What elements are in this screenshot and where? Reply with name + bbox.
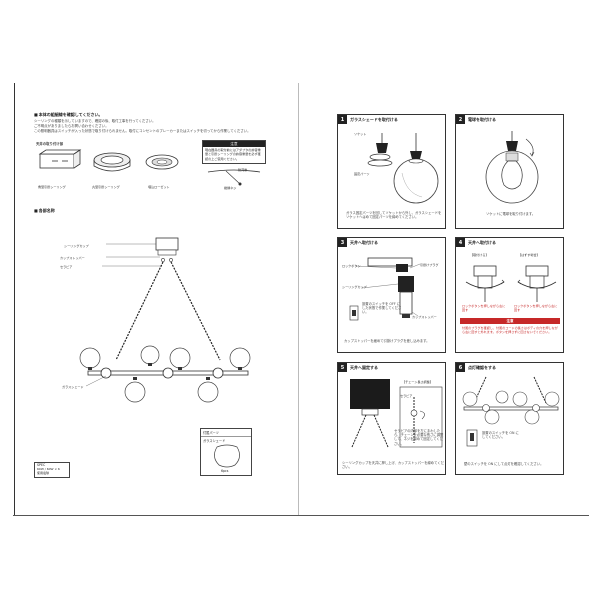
step-4-box: 4 天井へ取付ける 【取付ける】 【はずす場合】 ロックボタンを押しながら左に回… (455, 237, 564, 353)
included-parts-qty: 6pcs (221, 469, 229, 473)
step-5-title: 天井へ固定する (350, 364, 378, 370)
step-4-tag-detach: 【はずす場合】 (518, 253, 540, 257)
step-4-title: 天井へ取付ける (468, 239, 496, 245)
glass-shade-icon (214, 444, 240, 468)
caution-note-head: 注意 (203, 141, 265, 147)
step-3-note: 設置のスイッチを OFF にした状態で作業してください。 (362, 302, 402, 315)
ceiling-type-2-label: 丸型引掛シーリング (92, 185, 120, 189)
included-parts-item: ガラスシェード (203, 439, 226, 443)
intro-line-3: この照明器具はスイッチが入った状態で取り付けられません。取付にコンセントのブレー… (34, 129, 251, 133)
step-6-note: 設置のスイッチを ON にしてください。 (482, 431, 519, 440)
step-6-box: 6 点灯確認をする 設置のスイッチを ON にしてください。 壁のスイッチを O… (455, 362, 564, 475)
included-parts-head: 付属パーツ (201, 429, 251, 437)
step-5-caption: シーリングカップを天井に押し上げ、カップストッパーを締めてください。 (342, 461, 444, 470)
step-3-label-hook-plug: 引掛けプラグ (420, 263, 439, 267)
step-4-number: 4 (456, 238, 465, 247)
step-2-number: 2 (456, 115, 465, 124)
step-4-warning-head: 注意 (460, 318, 560, 324)
page-bottom-edge (13, 515, 589, 516)
step-3-box: 3 天井へ取付ける ロックボタン シーリングカップ 引掛けプラグ カップストッパ… (337, 237, 446, 353)
step-2-box: 2 電球を取付ける ソケットに電球を取り付けます。 (455, 114, 564, 229)
chandelier-diagram (79, 237, 251, 403)
step-5-label-seravia: セラビア (400, 394, 413, 398)
step-6-caption: 壁のスイッチを ON にして点灯を確認してください。 (464, 462, 544, 466)
step-1-box: 1 ガラスシェードを取付ける ソケット 固定パーツ ガラス固定パーツを回してソケ… (337, 114, 446, 229)
step-6-illustration (462, 376, 560, 425)
step-3-caption: カップストッパーを緩めて引掛けプラグを差し込みます。 (344, 339, 430, 343)
step-2-illustration (485, 131, 539, 204)
step-1-title: ガラスシェードを取付ける (350, 116, 398, 122)
part-label-ceiling-cup: シーリングカップ (64, 244, 89, 248)
intro-line-1: シーリングの種類を示していますので、確認の後、取付工事を行ってください。 (34, 119, 156, 123)
spec-line-1: 60W / 60W × 6 (37, 467, 60, 471)
page-edge-line (14, 83, 15, 516)
ceiling-type-1-label: 角型引掛シーリング (38, 185, 66, 189)
ceiling-section-label: 天井の取り付け部 (36, 142, 64, 146)
intro-line-2: ご不明点がありましたらお問い合わせください。 (34, 124, 109, 128)
intro-title: 本体の組細線を確認してください。 (34, 112, 103, 118)
step-4-red-label-1: ロックボタンを押しながら左に回す (462, 304, 506, 312)
ceiling-type-3-label: 埋込ローゼット (148, 185, 170, 189)
step-1-label-fixing-part: 固定パーツ (354, 172, 370, 176)
screw-detail-illustration (207, 169, 261, 186)
caution-note: 注意 現在器具の取付前にはアダプタの許容重量と引掛シーリングの許容重量を必ず確認… (202, 140, 266, 164)
rosette-illustration (145, 154, 179, 170)
square-ceiling-illustration (38, 149, 82, 169)
step-4-red-label-2: ロックボタンを押しながら左に回す (514, 304, 558, 312)
spec-line-2: 使用電球 (37, 471, 50, 475)
step-3-number: 3 (338, 238, 347, 247)
step-2-title: 電球を取付ける (468, 116, 496, 122)
step-5-box: 5 天井へ固定する 【チェーン長さ調整】 セラビア セラビアの内部を左にまわした… (337, 362, 446, 475)
step-1-number: 1 (338, 115, 347, 124)
wall-switch-icon (466, 429, 478, 447)
step-3-label-ceiling-cup: シーリングカップ (342, 285, 367, 289)
step-3-illustration (349, 257, 421, 321)
step-3-label-cup-stopper: カップストッパー (412, 315, 437, 319)
page-gutter (298, 83, 299, 516)
step-3-label-lock-button: ロックボタン (342, 264, 361, 268)
step-6-number: 6 (456, 363, 465, 372)
step-4-tag-attach: 【取付ける】 (470, 253, 489, 257)
step-4-illustration (465, 265, 557, 302)
step-5-illustration (350, 379, 443, 448)
part-label-glass-shade: ガラスシェード (62, 385, 84, 389)
step-6-title: 点灯確認をする (468, 364, 496, 370)
part-label-cup-stopper: カップストッパー (60, 256, 85, 260)
step-1-illustration (367, 133, 439, 204)
spec-title: SPEC (37, 463, 46, 467)
step-1-caption: ガラス固定パーツを回してソケットから外し、ガラスシェードをソケットへはめて固定パ… (346, 211, 442, 220)
note-label-1: 耐荷重 (238, 168, 248, 172)
parts-title: 各部名称 (34, 208, 55, 214)
step-5-tag-chain: 【チェーン長さ調整】 (402, 380, 433, 384)
spec-box: SPEC 60W / 60W × 6 使用電球 (34, 462, 70, 478)
caution-note-body: 現在器具の取付前にはアダプタの許容重量と引掛シーリングの許容重量を必ず確認の上ご… (205, 148, 261, 161)
included-parts-box: 付属パーツ ガラスシェード 6pcs (200, 428, 252, 476)
round-ceiling-illustration (93, 152, 131, 172)
step-5-note: セラビアの内部を左にまわしたら、チェーンを必要な長さに調整して、ネジを締めて固定… (394, 429, 444, 446)
step-2-caption: ソケットに電球を取り付けます。 (486, 212, 536, 216)
part-label-seravia: セラビア (60, 265, 73, 269)
step-4-warning-text: 付属のプラグを確認し、付属のコードの長さはボディの穴を押しながら左に回すと外れま… (462, 326, 558, 335)
note-label-2: 絶縁ネジ (224, 186, 237, 190)
step-3-title: 天井へ取付ける (350, 239, 378, 245)
step-5-number: 5 (338, 363, 347, 372)
step-1-label-socket: ソケット (354, 132, 367, 136)
